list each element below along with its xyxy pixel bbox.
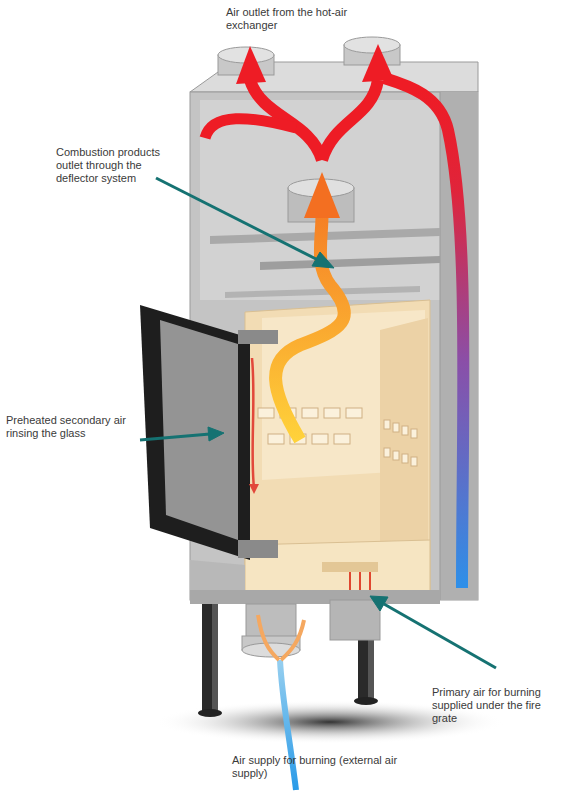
door-header	[238, 330, 278, 344]
fire-grate	[322, 562, 378, 572]
air-slot	[393, 451, 399, 460]
callout-label: Combustion products outlet through the d…	[56, 146, 174, 185]
air-slot	[411, 457, 417, 466]
callout-label: Air outlet from the hot-air exchanger	[226, 6, 396, 32]
collar-rim	[344, 37, 400, 53]
air-slot	[258, 408, 274, 418]
door-sill	[238, 540, 278, 558]
callout-label: Primary air for burning supplied under t…	[432, 686, 564, 725]
primary-air-flow	[350, 572, 370, 590]
callout-label: Preheated secondary air rinsing the glas…	[6, 414, 138, 440]
leader-head	[208, 427, 224, 441]
leader-head	[370, 596, 388, 611]
air-slot	[384, 420, 390, 429]
leg-foot	[198, 709, 222, 717]
air-slot	[334, 434, 350, 444]
arrow-head	[304, 172, 340, 218]
leader-arrows	[140, 178, 496, 668]
hot-air-flow	[384, 78, 463, 588]
door-glass	[160, 320, 238, 540]
air-slot	[312, 434, 328, 444]
arrow-head	[362, 44, 394, 82]
air-slot	[402, 454, 408, 463]
base-plate	[190, 590, 440, 604]
door	[140, 305, 278, 560]
air-flows	[205, 44, 463, 790]
deflector-plate	[225, 286, 420, 298]
air-slot	[302, 408, 318, 418]
door-frame	[140, 305, 250, 560]
leader-line	[140, 434, 210, 440]
base	[190, 560, 440, 657]
leader-line	[156, 178, 318, 260]
leader-line	[384, 604, 496, 668]
air-slot	[402, 426, 408, 435]
leader-head	[312, 252, 334, 268]
air-slot	[384, 448, 390, 457]
primary-air-box	[330, 600, 380, 640]
hot-air-flow	[322, 80, 378, 160]
casing-edge	[440, 92, 441, 600]
air-slot	[268, 434, 284, 444]
leg	[202, 600, 212, 712]
air-slot	[411, 429, 417, 438]
arrow-head	[249, 484, 259, 494]
air-slot	[346, 408, 362, 418]
deflector-plate	[260, 256, 440, 270]
secondary-air-flow	[252, 358, 254, 488]
intake-flow	[280, 660, 296, 790]
leg	[212, 600, 218, 712]
callout-label: Air supply for burning (external air sup…	[232, 754, 402, 780]
arrow-head	[236, 46, 266, 84]
intake-branch	[258, 615, 304, 660]
hot-air-flow	[205, 119, 296, 138]
air-slot	[393, 423, 399, 432]
combustion-flow	[276, 215, 345, 440]
leg-foot	[354, 697, 378, 705]
air-slot	[324, 408, 340, 418]
